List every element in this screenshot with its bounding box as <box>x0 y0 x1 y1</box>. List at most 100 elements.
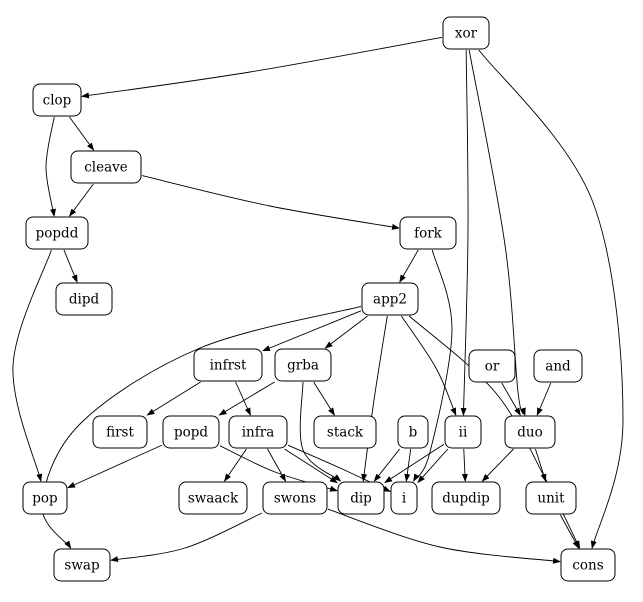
node-label-or: or <box>485 359 500 375</box>
node-box-dipd <box>55 282 113 316</box>
edge-duo-dupdip <box>481 448 514 482</box>
node-stack: stack <box>313 415 377 449</box>
node-cleave: cleave <box>70 150 142 184</box>
node-box-infra <box>228 415 288 449</box>
node-label-grba: grba <box>287 358 319 374</box>
edge-xor-clop <box>81 36 443 99</box>
node-box-swaack <box>178 481 248 515</box>
node-clop: clop <box>32 83 82 117</box>
node-label-ii: ii <box>459 425 468 441</box>
edge-app2-infrst <box>262 310 362 352</box>
node-swaack: swaack <box>178 481 248 515</box>
node-swons: swons <box>262 481 328 515</box>
node-label-cleave: cleave <box>84 160 128 176</box>
node-label-app2: app2 <box>373 292 407 308</box>
node-b: b <box>397 415 429 449</box>
node-popd: popd <box>162 415 220 449</box>
node-infra: infra <box>228 415 288 449</box>
edge-and-duo <box>536 382 552 416</box>
edge-infra-dip <box>284 448 338 484</box>
edge-duo-unit <box>534 448 547 482</box>
node-label-swap: swap <box>64 558 99 574</box>
node-label-i: i <box>402 491 407 507</box>
edge-fork-i <box>413 249 453 482</box>
node-label-dip: dip <box>350 491 372 507</box>
edge-popd-pop <box>67 444 163 489</box>
edge-cleave-fork <box>141 175 400 230</box>
node-infrst: infrst <box>193 348 263 382</box>
edge-ii-dupdip <box>461 448 468 482</box>
node-ii: ii <box>444 415 482 449</box>
node-dupdip: dupdip <box>431 481 501 515</box>
edge-swons-cons <box>327 508 561 564</box>
node-label-popd: popd <box>174 425 208 441</box>
node-box-b <box>397 415 429 449</box>
node-label-dupdip: dupdip <box>442 491 490 507</box>
node-box-or <box>468 349 516 383</box>
edge-clop-cleave <box>69 116 95 151</box>
edge-b-i <box>404 448 412 482</box>
node-box-swons <box>262 481 328 515</box>
edge-ii-dip <box>384 443 445 484</box>
edge-app2-ii <box>400 315 457 416</box>
node-app2: app2 <box>361 282 419 316</box>
edge-xor-duo <box>468 49 526 416</box>
node-pop: pop <box>22 481 68 515</box>
edge-unit-cons <box>559 514 580 549</box>
edge-app2-grba <box>324 315 368 349</box>
node-box-cons <box>560 548 616 582</box>
edge-grba-dip <box>299 381 342 482</box>
edge-fork-app2 <box>399 249 419 283</box>
edge-infrst-infra <box>235 381 251 416</box>
node-box-dip <box>337 481 385 515</box>
node-box-dupdip <box>431 481 501 515</box>
edge-swons-swap <box>110 512 263 563</box>
node-box-ii <box>444 415 482 449</box>
node-label-swons: swons <box>274 491 316 507</box>
node-and: and <box>533 349 583 383</box>
node-box-fork <box>399 216 457 250</box>
node-dipd: dipd <box>55 282 113 316</box>
edge-xor-cons <box>478 49 624 549</box>
edge-or-duo <box>501 382 521 416</box>
node-box-pop <box>22 481 68 515</box>
edge-infra-swons <box>267 448 286 482</box>
node-label-stack: stack <box>327 425 364 441</box>
node-label-unit: unit <box>537 491 565 507</box>
node-box-i <box>390 481 418 515</box>
node-box-infrst <box>193 348 263 382</box>
node-label-xor: xor <box>455 26 478 42</box>
edge-popdd-dipd <box>63 249 78 283</box>
edge-ii-i <box>417 448 449 484</box>
node-cons: cons <box>560 548 616 582</box>
node-box-duo <box>504 415 556 449</box>
node-label-infra: infra <box>242 425 275 441</box>
node-xor: xor <box>442 16 490 50</box>
node-box-cleave <box>70 150 142 184</box>
node-first: first <box>92 415 148 449</box>
edge-grba-popd <box>218 381 275 416</box>
node-i: i <box>390 481 418 515</box>
node-label-swaack: swaack <box>188 491 239 507</box>
node-box-popd <box>162 415 220 449</box>
node-grba: grba <box>274 348 332 382</box>
edge-app2-dip <box>361 315 388 482</box>
node-or: or <box>468 349 516 383</box>
node-box-stack <box>313 415 377 449</box>
node-box-app2 <box>361 282 419 316</box>
node-popdd: popdd <box>25 216 89 250</box>
node-box-swap <box>53 548 111 582</box>
node-label-fork: fork <box>414 226 443 242</box>
node-label-infrst: infrst <box>210 358 247 374</box>
node-box-popdd <box>25 216 89 250</box>
node-box-clop <box>32 83 82 117</box>
node-box-xor <box>442 16 490 50</box>
edge-grba-stack <box>313 381 335 416</box>
node-duo: duo <box>504 415 556 449</box>
node-label-dipd: dipd <box>69 292 100 308</box>
node-label-clop: clop <box>43 93 72 109</box>
edge-clop-popdd <box>45 116 56 217</box>
edge-infrst-first <box>146 381 201 416</box>
